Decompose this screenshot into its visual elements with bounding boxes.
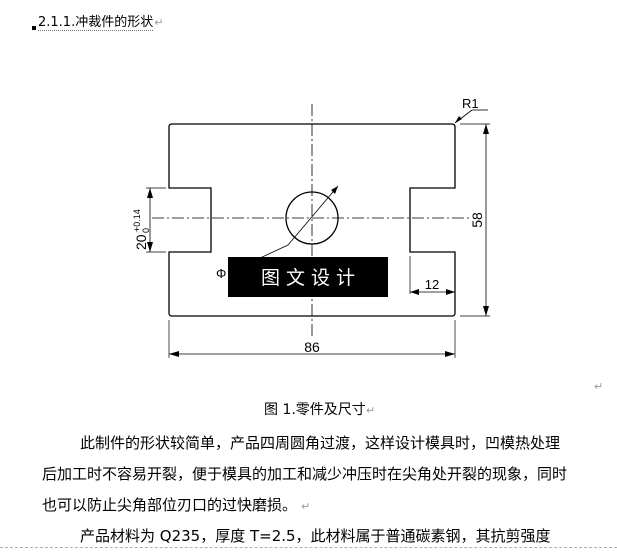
paragraph-mark: ↵ (365, 404, 376, 417)
height-arrow-bottom (483, 306, 489, 316)
watermark-box (228, 257, 388, 297)
slot-height-tol-lower: 0 (141, 228, 151, 233)
body-line: 此制件的形状较简单，产品四周圆角过渡，这样设计模具时，凹模热处理 (80, 434, 561, 452)
slot-arrow-left (410, 289, 419, 295)
center-hole (285, 191, 339, 245)
height-arrow-top (483, 124, 489, 134)
body-line-text: 也可以防止尖角部位刃口的过快磨损。 (42, 496, 298, 514)
slot-dim-text: 12 (425, 277, 439, 292)
diameter-leader (287, 185, 339, 246)
width-dim-text: 86 (304, 339, 320, 355)
diameter-arrow (331, 186, 338, 194)
body-line: 产品材料为 Q235，厚度 T=2.5，此材料属于普通碳素钢，其抗剪强度 (80, 527, 551, 545)
part-outline (168, 123, 456, 317)
body-line: 也可以防止尖角部位刃口的过快磨损。↵ (42, 495, 310, 517)
diameter-prefix: Φ (216, 266, 226, 281)
section-heading-text: 2.1.1.冲裁件的形状 (38, 15, 154, 31)
width-arrow-right (445, 351, 455, 357)
body-line: 后加工时不容易开裂，便于模具的加工和减少冲压时在尖角处开裂的现象，同时 (42, 465, 568, 483)
watermark-text: 图 文 设 计 (261, 267, 355, 289)
figure-caption-text: 图 1.零件及尺寸 (264, 402, 366, 418)
part-drawing: Φ 86 58 R1 12 20 +0.14 0 图 文 设 计 (132, 96, 490, 358)
width-arrow-left (169, 351, 179, 357)
paragraph-mark: ↵ (154, 16, 164, 29)
figure-caption: 图 1.零件及尺寸↵ (264, 401, 375, 420)
paragraph-mark: ↵ (301, 500, 311, 513)
page-margin-line (0, 547, 617, 549)
radius-dim-text: R1 (462, 96, 479, 111)
slot-height-tol-upper: +0.14 (132, 209, 142, 232)
radius-arrow (455, 116, 462, 123)
section-heading: 2.1.1.冲裁件的形状↵ (32, 14, 164, 32)
paragraph-mark: ↵ (594, 380, 604, 393)
height-dim-text: 58 (469, 212, 485, 228)
heading-bullet (32, 26, 36, 30)
slot-height-arrow-bottom (147, 242, 153, 252)
slot-arrow-right (446, 289, 455, 295)
slot-height-dim-text: 20 (133, 234, 149, 250)
slot-height-arrow-top (147, 188, 153, 198)
